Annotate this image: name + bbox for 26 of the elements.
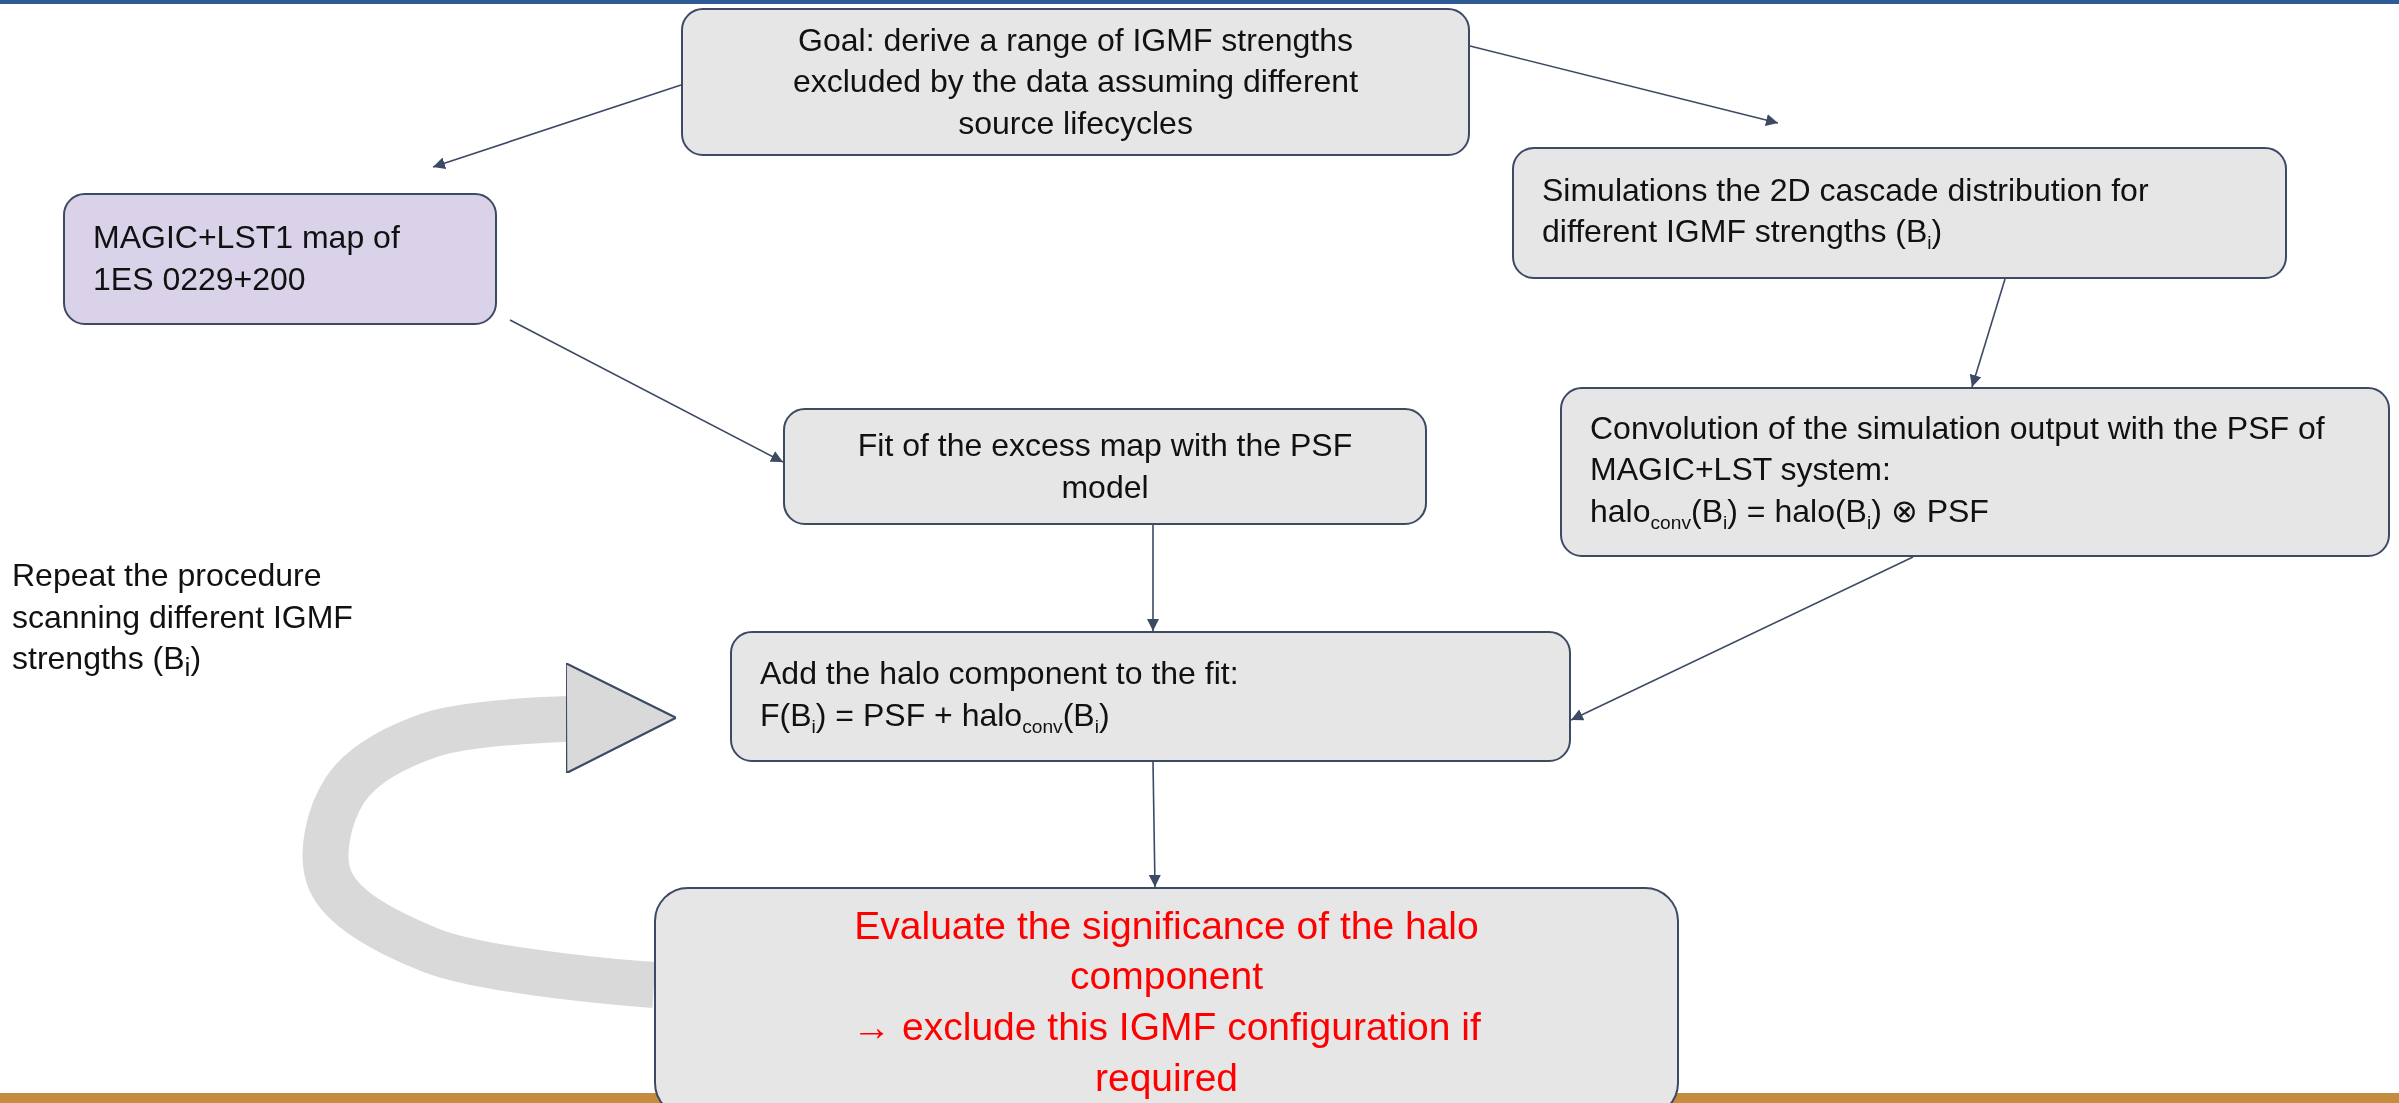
result-box <box>654 887 1679 1103</box>
box-text: Fit of the excess map with the PSF model <box>856 425 1354 507</box>
box-text: Evaluate the significance of the halo component <box>853 902 1480 1000</box>
process-box <box>783 408 1427 525</box>
arrow <box>1570 556 1914 721</box>
input-box <box>63 193 497 325</box>
box-text: Simulations the 2D cascade distribution for different IGMF strengths (B$_{i}$) <box>1542 170 2150 256</box>
box-text: → exclude this IGMF configuration if required <box>851 1004 1482 1101</box>
process-box <box>1512 147 2287 279</box>
process-box <box>730 631 1571 762</box>
arrow <box>1969 278 2006 388</box>
note-text: Repeat the procedure scanning different IGMF strengths (B$_{i}$) <box>12 556 354 685</box>
curved-block-arrow <box>302 662 678 1008</box>
arrow <box>1148 761 1161 888</box>
box-text: MAGIC+LST1 map of 1ES 0229+200 <box>93 218 401 299</box>
box-text: F(B$_{i}$) = PSF + halo$_{conv}$(B$_{i}$) <box>760 695 1111 739</box>
box-text: halo$_{conv}$(B$_{i}$) = halo(B$_{i}$) ⊗ PSF <box>1590 491 1990 536</box>
arrow <box>509 319 784 463</box>
arrow <box>1469 45 1779 126</box>
process-box <box>1560 387 2390 557</box>
box-text: Add the halo component to the fit: <box>760 654 1240 694</box>
process-box <box>681 8 1470 156</box>
box-text: Goal: derive a range of IGMF strengths excluded by the data assuming different source lifecycles <box>791 20 1360 143</box>
box-text: Convolution of the simulation output with the PSF of MAGIC+LST system: <box>1590 408 2326 490</box>
arrow <box>432 84 682 169</box>
arrow <box>1147 524 1159 632</box>
